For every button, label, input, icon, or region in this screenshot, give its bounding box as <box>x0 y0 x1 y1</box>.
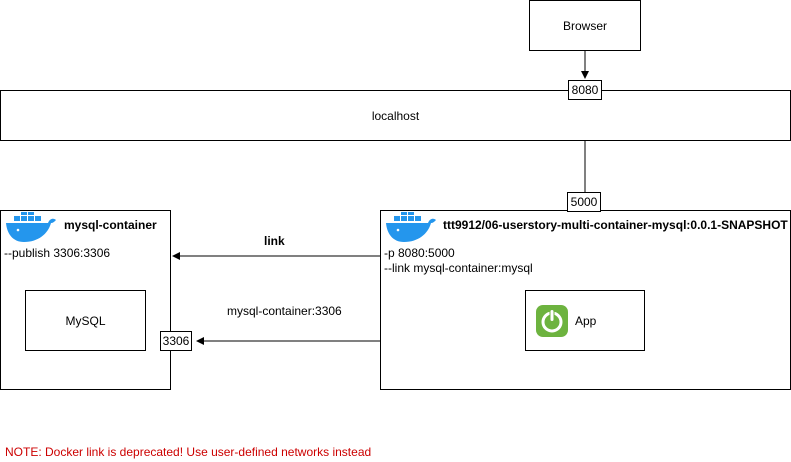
localhost-port-8080: 8080 <box>568 80 602 100</box>
port-5000-label: 5000 <box>570 195 598 209</box>
mysql-docker-icon <box>4 210 58 247</box>
app-docker-icon <box>384 210 438 247</box>
app-port-option: -p 8080:5000 <box>384 246 455 260</box>
mysql-label: MySQL <box>65 313 106 328</box>
browser-label: Browser <box>562 18 607 33</box>
mysql-publish-option: --publish 3306:3306 <box>4 246 111 260</box>
mysql-inner-box: MySQL <box>25 290 146 351</box>
port-8080-label: 8080 <box>571 83 599 97</box>
connection-edge-label: mysql-container:3306 <box>227 304 342 318</box>
deprecation-note: NOTE: Docker link is deprecated! Use use… <box>5 445 372 459</box>
browser-node: Browser <box>529 0 641 51</box>
mysql-port-3306: 3306 <box>160 331 192 351</box>
spring-power-icon <box>535 304 569 341</box>
mysql-container-title: mysql-container <box>64 218 157 232</box>
app-inner-box: App <box>525 290 645 351</box>
app-port-5000: 5000 <box>567 192 601 212</box>
localhost-node: localhost <box>0 90 791 141</box>
port-3306-label: 3306 <box>162 334 190 348</box>
app-container-title: ttt9912/06-userstory-multi-container-mys… <box>443 218 788 232</box>
localhost-label: localhost <box>371 108 420 123</box>
link-edge-label: link <box>264 234 285 248</box>
app-label: App <box>575 314 597 328</box>
app-link-option: --link mysql-container:mysql <box>384 261 533 275</box>
